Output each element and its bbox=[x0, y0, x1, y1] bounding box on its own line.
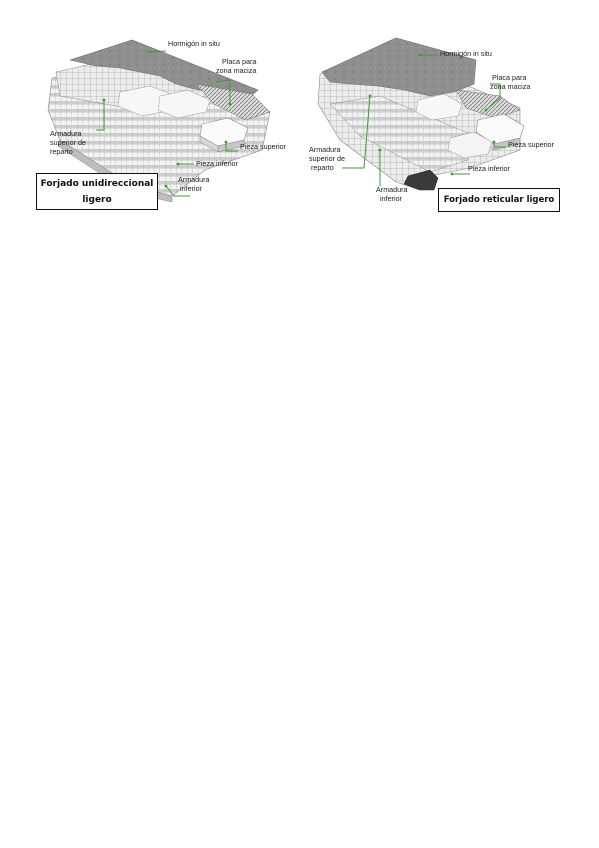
right-block-rows bbox=[329, 95, 471, 173]
left-leader-dots bbox=[102, 50, 232, 188]
left-label-armadura-sup-line2: superior de bbox=[50, 138, 86, 147]
right-label-pieza-inferior: Pieza inferior bbox=[468, 164, 510, 173]
right-slab-drawing bbox=[317, 37, 525, 191]
right-title-box: Forjado reticular ligero bbox=[438, 188, 560, 212]
right-label-armadura-sup-line2: superior de bbox=[309, 154, 345, 163]
left-label-armadura-sup-line3: reparto bbox=[50, 147, 73, 156]
right-title: Forjado reticular ligero bbox=[443, 195, 555, 205]
forjado-diagrams bbox=[47, 37, 525, 203]
left-upper-piece-2 bbox=[157, 89, 211, 119]
left-label-armadura-inf-line2: inferior bbox=[180, 184, 202, 193]
right-lower-piece bbox=[447, 131, 493, 159]
left-label-placa-line2: zona maciza bbox=[216, 66, 257, 75]
right-label-armadura-inf-line1: Armadura bbox=[376, 185, 408, 194]
right-solid-zone-plate bbox=[455, 89, 521, 119]
left-label-placa-line1: Placa para bbox=[222, 57, 257, 66]
left-label-armadura-inf-line1: Armadura bbox=[178, 175, 210, 184]
right-label-hormigon: Hormigón in situ bbox=[440, 49, 492, 58]
right-label-armadura-sup-line1: Armadura bbox=[309, 145, 341, 154]
left-label-pieza-inferior: Pieza inferior bbox=[196, 159, 238, 168]
right-dark-corner bbox=[403, 169, 439, 191]
left-title-line2: ligero bbox=[82, 195, 112, 205]
right-leader-dots bbox=[368, 53, 496, 176]
right-upper-piece-1 bbox=[415, 93, 463, 121]
right-leader-lines bbox=[342, 54, 506, 186]
right-label-pieza-superior: Pieza superior bbox=[508, 140, 554, 149]
left-leader-lines bbox=[96, 50, 238, 197]
right-label-armadura-inf-line2: inferior bbox=[380, 194, 402, 203]
figure-container: Hormigón in situ Placa para zona maciza … bbox=[0, 0, 599, 240]
right-label-placa-line1: Placa para bbox=[492, 73, 527, 82]
left-slab-drawing bbox=[47, 39, 271, 203]
left-solid-zone-plate bbox=[195, 83, 271, 121]
right-concrete-layer bbox=[321, 37, 477, 97]
right-label-placa-line2: zona maciza bbox=[490, 82, 531, 91]
left-title-line1: Forjado unidireccional bbox=[40, 179, 154, 189]
left-label-armadura-sup-line1: Armadura bbox=[50, 129, 82, 138]
left-label-pieza-superior: Pieza superior bbox=[240, 142, 286, 151]
left-title-box: Forjado unidireccional ligero bbox=[36, 173, 158, 210]
left-label-hormigon: Hormigón in situ bbox=[168, 39, 220, 48]
right-label-armadura-sup-line3: reparto bbox=[311, 163, 334, 172]
